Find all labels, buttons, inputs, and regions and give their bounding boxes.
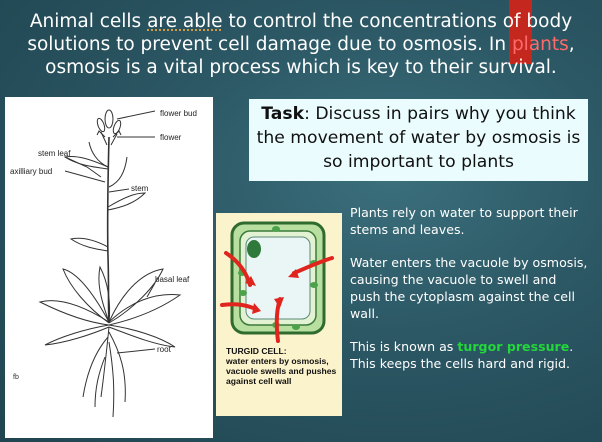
label-flower-bud: flower bud bbox=[160, 109, 197, 118]
cell-caption: TURGID CELL:water enters by osmosis, vac… bbox=[226, 346, 340, 386]
header-text-3: to control the concentrations of body so… bbox=[27, 11, 573, 55]
task-label: Task bbox=[261, 104, 305, 124]
turgor-pressure-term: turgor pressure bbox=[457, 339, 570, 354]
slide-header: Animal cells are able to control the con… bbox=[6, 10, 596, 79]
cell-drawing bbox=[220, 221, 334, 343]
task-box: Task: Discuss in pairs why you think the… bbox=[249, 99, 588, 181]
plant-drawing: fb bbox=[13, 109, 182, 418]
turgor-intro: This is known as bbox=[350, 339, 458, 354]
header-text-5: , osmosis is a vital process which is ke… bbox=[45, 34, 575, 78]
cell-caption-title: TURGID CELL: bbox=[226, 346, 287, 356]
explanation-paragraph-3: This is known as turgor pressure. This k… bbox=[350, 338, 590, 372]
diagram-mark: fb bbox=[13, 374, 19, 381]
header-text-underlined: are able bbox=[147, 11, 223, 32]
label-stem: stem bbox=[131, 184, 149, 193]
plant-diagram: fb flower bud flower stem leaf axilliary… bbox=[5, 97, 213, 438]
explanation-paragraph-2: Water enters the vacuole by osmosis, cau… bbox=[350, 255, 588, 321]
turgor-outro: . This keeps the cells hard and rigid. bbox=[350, 339, 574, 371]
label-flower: flower bbox=[160, 133, 182, 142]
header-plants-highlight: plants bbox=[511, 34, 569, 55]
explanation-paragraph-1: Plants rely on water to support their st… bbox=[350, 205, 578, 237]
cell-caption-body: water enters by osmosis, vacuole swells … bbox=[226, 356, 337, 386]
label-stem-leaf: stem leaf bbox=[38, 149, 71, 158]
label-basal-leaf: basal leaf bbox=[155, 275, 190, 284]
turgid-cell-diagram: TURGID CELL:water enters by osmosis, vac… bbox=[216, 213, 342, 416]
explanation-text: Plants rely on water to support their st… bbox=[350, 204, 590, 388]
red-accent-tab bbox=[509, 0, 532, 64]
label-root: root bbox=[157, 345, 171, 354]
header-text-1: Animal cells bbox=[29, 11, 148, 32]
label-axillary-bud: axilliary bud bbox=[10, 167, 53, 176]
task-text: : Discuss in pairs why you think the mov… bbox=[256, 104, 581, 172]
